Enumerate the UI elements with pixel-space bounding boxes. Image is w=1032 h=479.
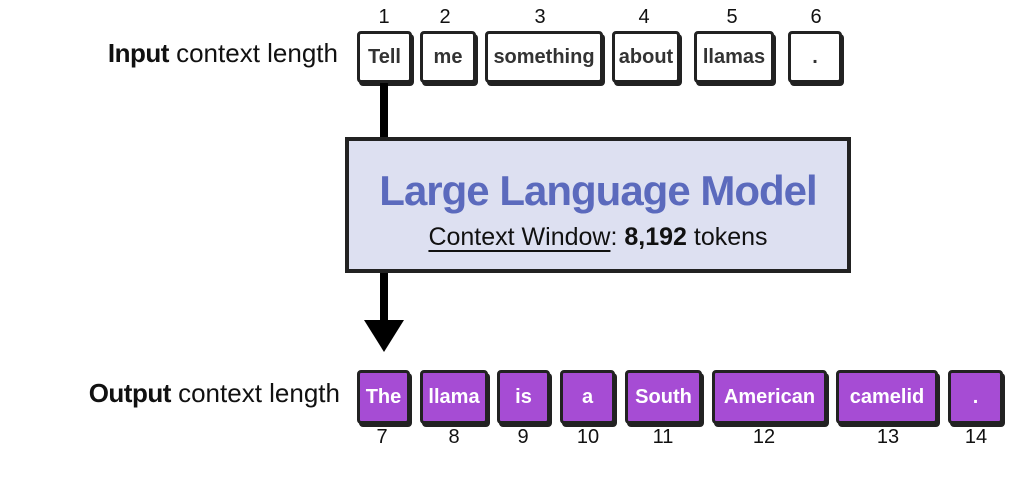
output-token-number: 11	[652, 426, 674, 448]
output-token: a	[560, 370, 615, 424]
context-window-separator: :	[610, 223, 625, 251]
input-connector-line	[380, 83, 388, 139]
context-window-value: 8,192	[624, 223, 687, 251]
output-token-number: 12	[752, 426, 776, 448]
language-model-box: Large Language Model Context Window: 8,1…	[345, 137, 851, 273]
input-label-rest: context length	[168, 38, 338, 68]
input-token-number: 2	[439, 6, 451, 28]
output-token-number: 14	[964, 426, 988, 448]
output-token-number: 10	[576, 426, 600, 448]
input-token: .	[788, 31, 842, 83]
input-token-number: 4	[638, 6, 650, 28]
output-token: South	[625, 370, 702, 424]
down-arrow-icon	[364, 320, 404, 352]
input-token-number: 1	[378, 6, 390, 28]
input-label-bold: Input	[107, 38, 170, 68]
output-label-bold: Output	[88, 378, 172, 408]
output-token: llama	[420, 370, 488, 424]
input-token: Tell	[357, 31, 412, 83]
output-label-rest: context length	[170, 378, 340, 408]
context-window-info: Context Window: 8,192 tokens	[349, 223, 847, 252]
output-token: American	[712, 370, 827, 424]
output-context-label: Output context length	[89, 378, 340, 409]
output-token: The	[357, 370, 410, 424]
context-window-label: Context Window	[428, 223, 611, 251]
output-token-number: 9	[517, 426, 529, 448]
output-token-number: 13	[876, 426, 900, 448]
input-token: about	[612, 31, 680, 83]
input-token: something	[485, 31, 603, 83]
input-token-number: 5	[726, 6, 738, 28]
input-token: me	[420, 31, 476, 83]
context-window-unit: tokens	[686, 223, 768, 251]
model-title: Large Language Model	[379, 167, 817, 214]
input-token-number: 3	[534, 6, 546, 28]
input-context-label: Input context length	[108, 38, 338, 69]
output-arrow-shaft	[380, 273, 388, 325]
output-token-number: 8	[448, 426, 460, 448]
input-token: llamas	[694, 31, 774, 83]
output-token: .	[948, 370, 1003, 424]
input-token-number: 6	[810, 6, 822, 28]
output-token-number: 7	[376, 426, 388, 448]
output-token: is	[497, 370, 550, 424]
output-token: camelid	[836, 370, 938, 424]
